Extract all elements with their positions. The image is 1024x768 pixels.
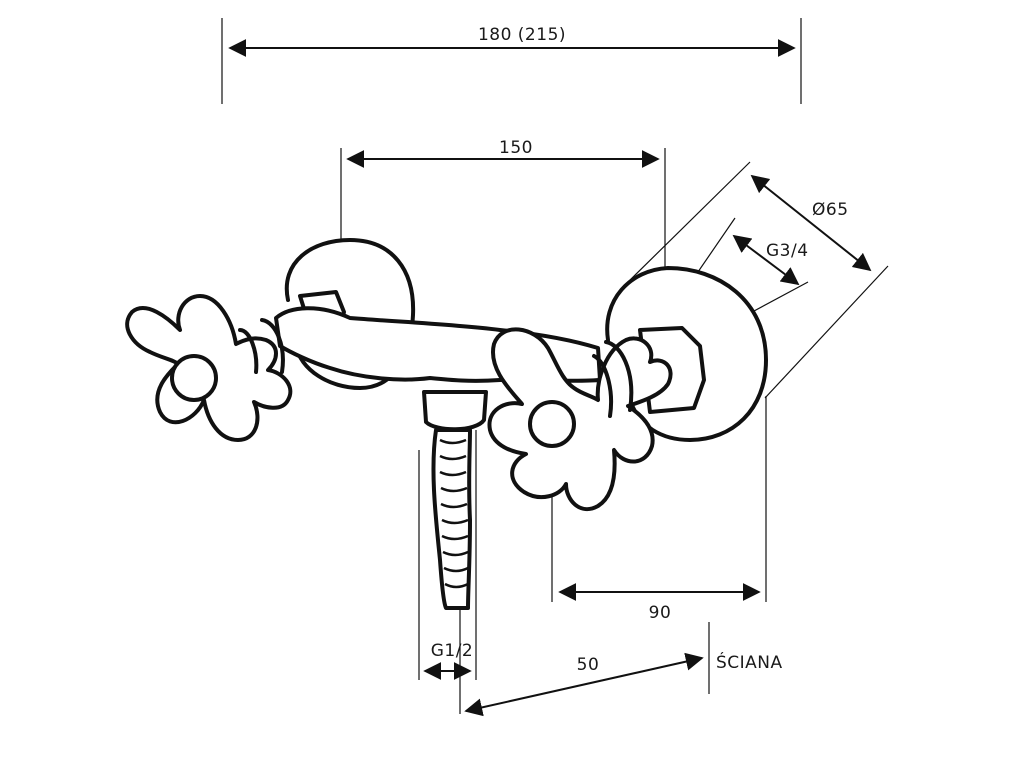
wall-offset-dimension: 50 ŚCIANA [464,622,783,717]
wall-label: ŚCIANA [716,651,783,673]
outlet-stem [422,390,488,432]
outlet-thread-dimension: G1/2 [418,430,477,714]
outlet-thread-label: G1/2 [431,641,474,661]
right-handle-cap [528,400,576,448]
wall-offset-label: 50 [577,655,600,675]
diameter-label: Ø65 [812,200,849,220]
overall-width-label: 180 (215) [478,25,566,45]
handle-offset-label: 90 [649,603,672,623]
left-handle-collar [238,318,285,374]
wall-offset-arrow [464,652,704,717]
hose-braid [439,438,469,589]
extension-line [627,161,751,283]
inlet-thread-label: G3/4 [766,241,809,261]
right-cross-handle [487,327,673,512]
handle-offset-dimension: 90 [551,396,767,623]
center-distance-label: 150 [499,138,533,158]
thread-arrow [732,234,800,286]
faucet-illustration [125,238,768,610]
left-handle-cap [170,354,218,402]
overall-width-dimension: 180 (215) [221,18,802,104]
right-handle-collar [592,340,634,418]
extension-line [764,265,889,399]
center-distance-dimension: 150 [340,138,666,322]
diameter-arrow [750,174,872,272]
